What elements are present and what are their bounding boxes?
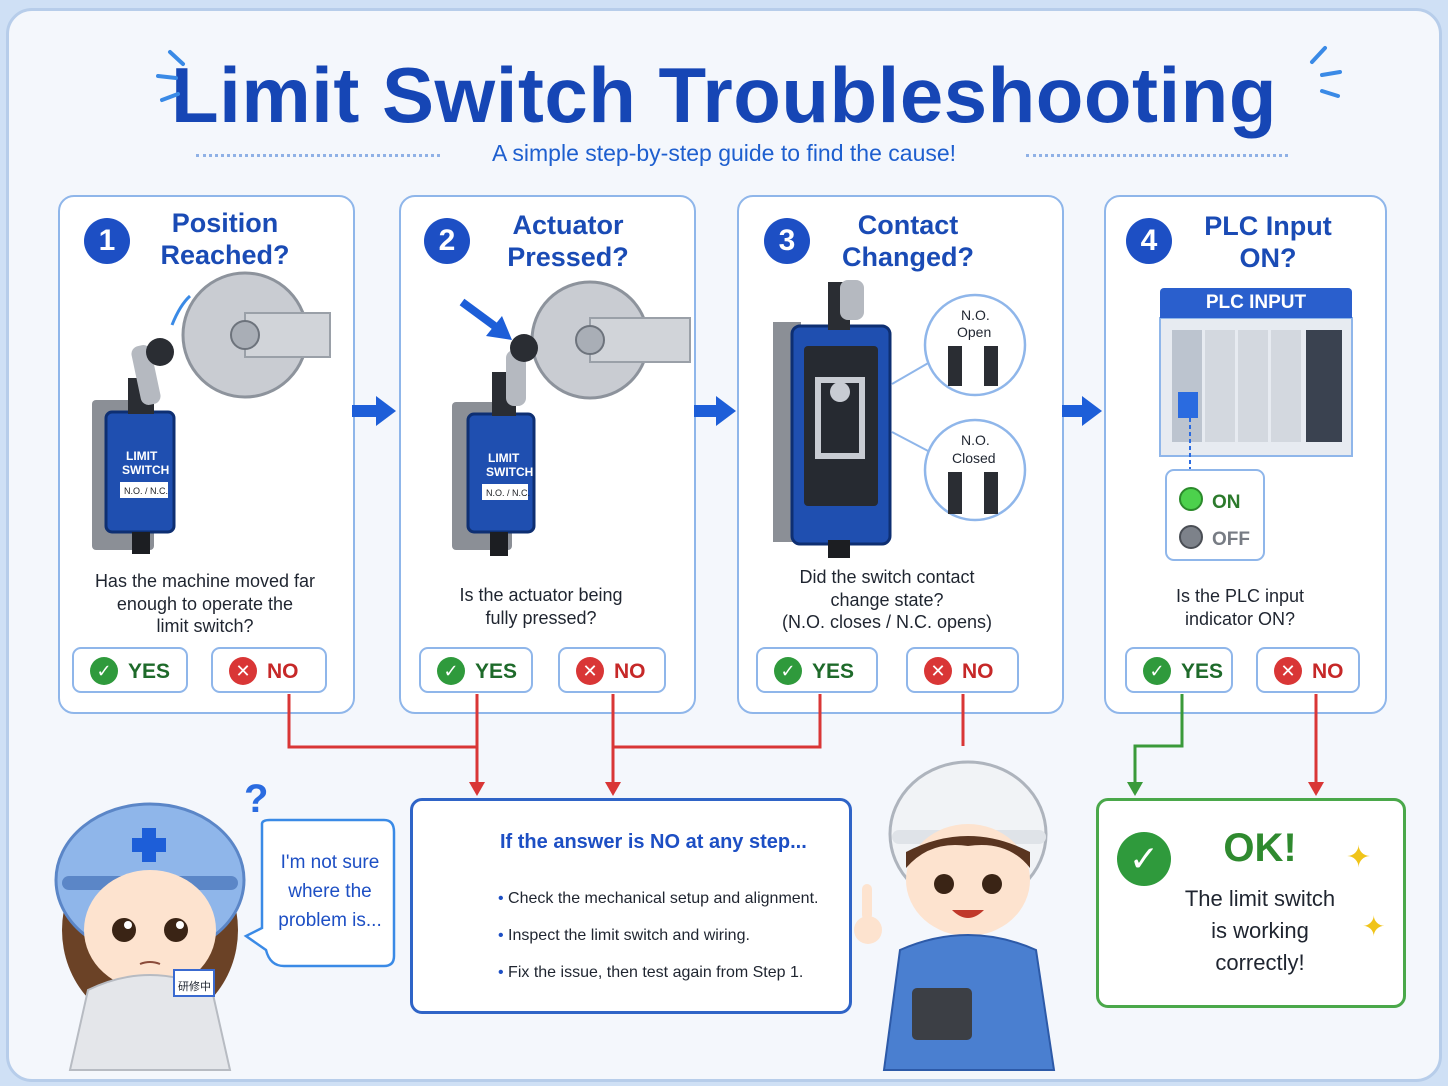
x-icon: ✕ bbox=[1274, 657, 1302, 685]
no-box-title: If the answer is NO at any step... bbox=[500, 831, 807, 853]
cam-arm-1-icon bbox=[170, 271, 331, 399]
step2-yes-button[interactable]: ✓YES bbox=[419, 647, 533, 693]
confused-engineer-illustration: ? bbox=[54, 777, 268, 1071]
ok-title: OK! bbox=[1223, 826, 1297, 870]
no-open-label: N.O. bbox=[961, 307, 990, 323]
off-label: OFF bbox=[1212, 529, 1250, 550]
step3-yes-button[interactable]: ✓YES bbox=[756, 647, 878, 693]
step-number-4: 4 bbox=[1126, 218, 1172, 264]
svg-text:?: ? bbox=[244, 777, 268, 821]
switch-label-2a: LIMIT bbox=[488, 451, 520, 465]
x-icon: ✕ bbox=[576, 657, 604, 685]
page-title: Limit Switch Troubleshooting bbox=[171, 51, 1277, 139]
check-icon: ✓ bbox=[1143, 657, 1171, 685]
open-label: Open bbox=[957, 324, 991, 340]
trainee-badge: 研修中 bbox=[178, 979, 211, 993]
switch-tag-2: N.O. / N.C. bbox=[486, 488, 530, 498]
plc-module-icon bbox=[1159, 317, 1353, 474]
check-icon: ✓ bbox=[774, 657, 802, 685]
step2-no-button[interactable]: ✕NO bbox=[558, 647, 666, 693]
check-icon: ✓ bbox=[437, 657, 465, 685]
switch-label-1b: SWITCH bbox=[122, 463, 169, 477]
step-number-2: 2 bbox=[424, 218, 470, 264]
indicator-panel bbox=[1165, 469, 1265, 561]
ok-check-icon: ✓ bbox=[1117, 832, 1171, 886]
subtitle-dots-right bbox=[1026, 154, 1288, 157]
no-closed-label: N.O. bbox=[961, 432, 990, 448]
sparkle-icon-small: ✦ bbox=[1362, 911, 1386, 942]
step4-yes-button[interactable]: ✓YES bbox=[1125, 647, 1233, 693]
speech-bubble bbox=[243, 818, 396, 968]
list-item: • Inspect the limit switch and wiring. bbox=[498, 927, 750, 944]
x-icon: ✕ bbox=[924, 657, 952, 685]
list-item: • Fix the issue, then test again from St… bbox=[498, 964, 804, 981]
step-number-1: 1 bbox=[84, 218, 130, 264]
sparkle-icon: ✦ bbox=[1346, 841, 1372, 874]
x-icon: ✕ bbox=[229, 657, 257, 685]
limit-switch-2-icon bbox=[452, 334, 538, 556]
list-item: • Check the mechanical setup and alignme… bbox=[498, 890, 819, 907]
step1-no-button[interactable]: ✕NO bbox=[211, 647, 327, 693]
on-label: ON bbox=[1212, 492, 1241, 513]
open-switch-icon bbox=[773, 280, 892, 558]
no-box-list: • Check the mechanical setup and alignme… bbox=[498, 880, 818, 991]
cam-arm-2-icon bbox=[530, 280, 691, 400]
switch-label-1a: LIMIT bbox=[126, 449, 158, 463]
contact-bubble-closed-icon bbox=[891, 418, 1027, 522]
subtitle-dots-left bbox=[196, 154, 440, 157]
no-answer-box bbox=[410, 798, 852, 1014]
step3-no-button[interactable]: ✕NO bbox=[906, 647, 1019, 693]
step1-yes-button[interactable]: ✓YES bbox=[72, 647, 188, 693]
step4-no-button[interactable]: ✕NO bbox=[1256, 647, 1360, 693]
plc-input-header: PLC INPUT bbox=[1160, 288, 1352, 318]
switch-tag-1: N.O. / N.C. bbox=[124, 486, 168, 496]
step-number-3: 3 bbox=[764, 218, 810, 264]
check-icon: ✓ bbox=[90, 657, 118, 685]
step-arrows bbox=[352, 396, 1102, 426]
pointing-engineer-illustration bbox=[854, 760, 1056, 1071]
press-arrow-icon bbox=[459, 298, 512, 340]
closed-label: Closed bbox=[952, 450, 996, 466]
page-subtitle: A simple step-by-step guide to find the … bbox=[491, 140, 957, 166]
switch-label-2b: SWITCH bbox=[486, 465, 533, 479]
off-led-icon bbox=[1179, 525, 1203, 549]
contact-bubble-open-icon bbox=[891, 293, 1027, 397]
limit-switch-1-icon bbox=[92, 338, 176, 554]
step-card-2 bbox=[399, 195, 696, 714]
on-led-icon bbox=[1179, 487, 1203, 511]
